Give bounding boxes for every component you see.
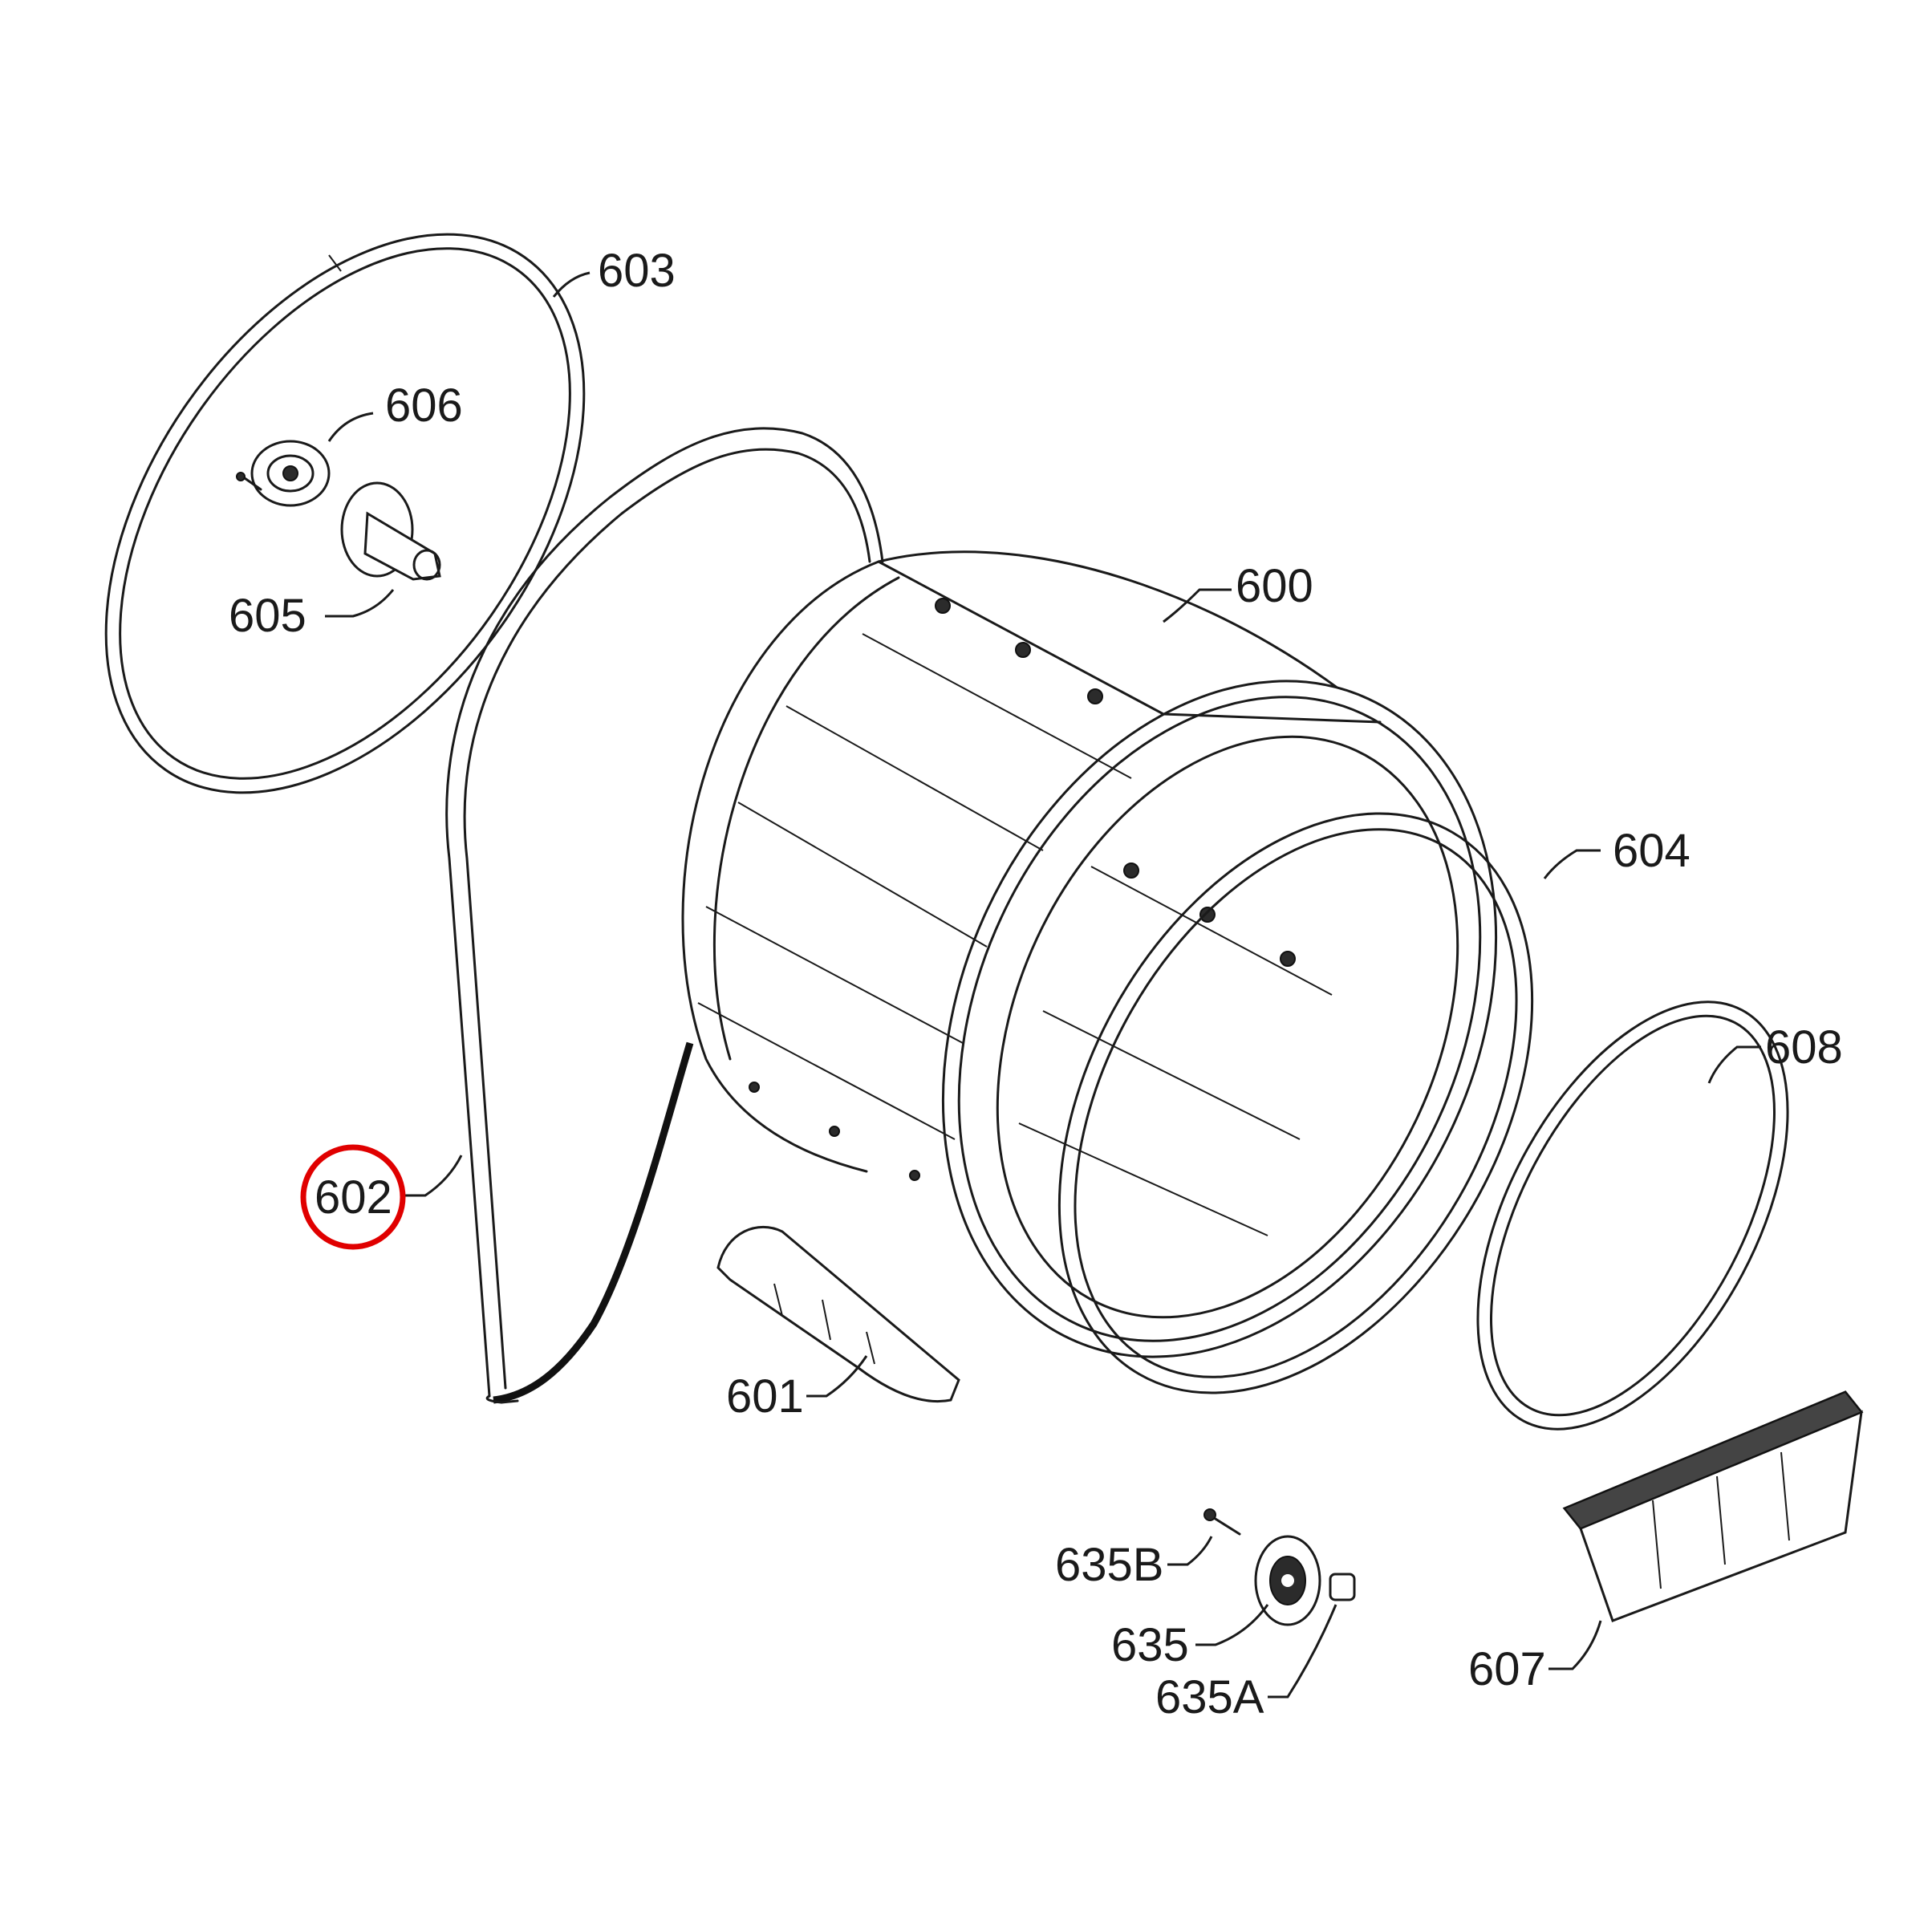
part-607-lint-filter[interactable] [1562,1390,1864,1622]
part-601-drum-baffle[interactable] [716,1225,960,1403]
callout-601: 601 [726,1370,804,1423]
callout-603: 603 [598,245,676,297]
callout-607: 607 [1468,1643,1546,1695]
leader-lines [325,271,1761,1699]
callout-602: 602 [315,1171,392,1224]
part-608-filter-seal[interactable] [1414,952,1852,1479]
part-635b-screw[interactable] [1203,1508,1241,1536]
part-602-drive-belt[interactable] [445,427,884,1404]
callout-635: 635 [1111,1619,1189,1671]
part-600-drum[interactable] [681,550,1601,1447]
part-605-drum-shaft[interactable] [340,481,441,581]
callout-600: 600 [1236,560,1313,612]
part-635-drum-roller[interactable] [1254,1535,1321,1626]
part-606-bearing-hub[interactable] [236,440,331,507]
callout-606: 606 [385,380,463,432]
callout-605: 605 [229,590,306,642]
part-603-rear-seal[interactable] [8,147,683,880]
highlight-circle-602 [300,1144,406,1250]
callout-635a: 635A [1155,1671,1264,1723]
callout-608: 608 [1765,1021,1843,1074]
part-635a-spacer[interactable] [1329,1573,1356,1601]
part-604-front-seal[interactable] [962,730,1630,1476]
callout-635b: 635B [1055,1539,1163,1591]
callout-604: 604 [1613,825,1690,877]
